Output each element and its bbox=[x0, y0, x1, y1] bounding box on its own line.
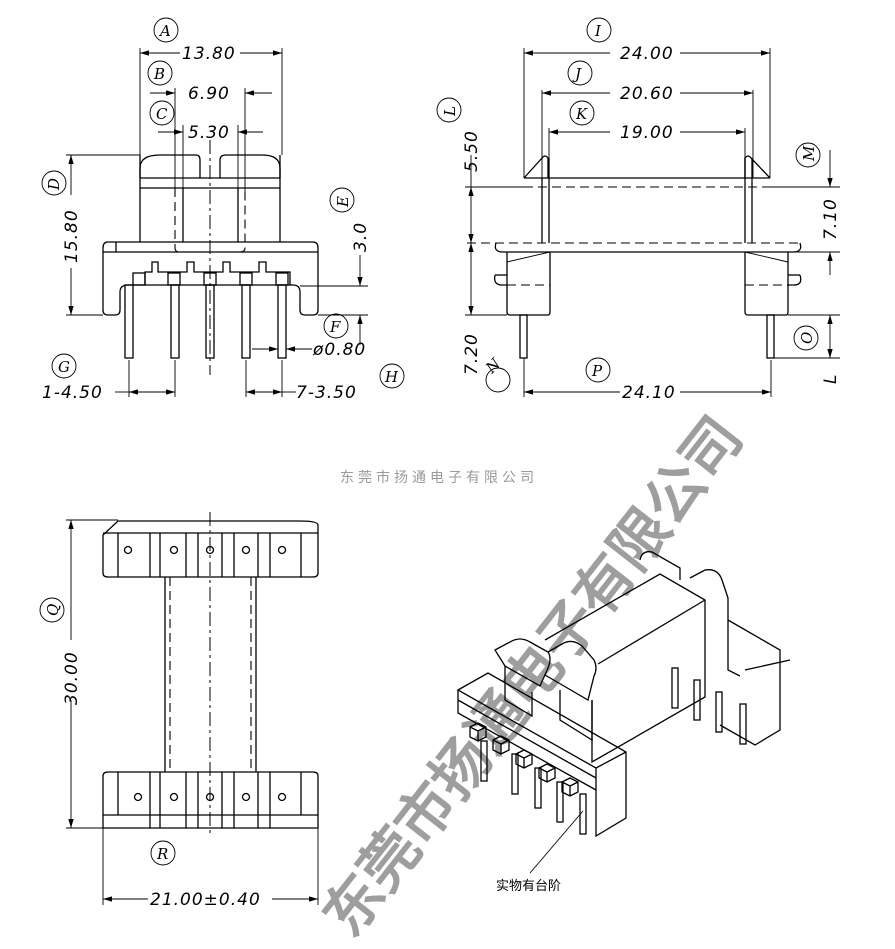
dim-value-n: 7.20 bbox=[462, 333, 482, 375]
dim-label-b: B bbox=[153, 65, 165, 83]
dim-value-p: 24.10 bbox=[622, 383, 676, 403]
dim-value-d: 15.80 bbox=[62, 209, 82, 263]
dim-value-o: L bbox=[821, 374, 841, 384]
dim-value-h: 7-3.50 bbox=[296, 383, 357, 403]
dim-label-o: O bbox=[798, 332, 816, 344]
dim-value-l: 5.50 bbox=[462, 130, 482, 172]
dim-value-f: ø0.80 bbox=[312, 340, 366, 360]
dim-label-h: H bbox=[384, 368, 399, 386]
dim-value-j: 20.60 bbox=[620, 84, 674, 104]
iso-view: 实物有台阶 bbox=[456, 551, 791, 894]
iso-note: 实物有台阶 bbox=[496, 879, 561, 894]
dim-value-a: 13.80 bbox=[182, 44, 236, 64]
dim-label-f: F bbox=[329, 318, 341, 336]
top-view: Q 30.00 R 21.00±0.40 bbox=[39, 512, 319, 910]
dim-value-i: 24.00 bbox=[620, 44, 674, 64]
dim-value-g: 1-4.50 bbox=[42, 383, 103, 403]
dim-label-l: L bbox=[441, 106, 459, 117]
side-view: I 24.00 J 20.60 K 19.00 L 5.50 7.20 N bbox=[436, 17, 841, 403]
dim-value-b: 6.90 bbox=[188, 84, 230, 104]
dim-value-k: 19.00 bbox=[620, 123, 674, 143]
dim-label-n: N bbox=[481, 354, 504, 377]
dim-value-c: 5.30 bbox=[188, 123, 230, 143]
dim-label-r: R bbox=[156, 845, 168, 863]
dim-value-e: 3.0 bbox=[351, 222, 371, 252]
dim-label-a: A bbox=[158, 22, 171, 40]
dim-value-m: 7.10 bbox=[821, 198, 841, 240]
dim-label-g: G bbox=[58, 358, 70, 376]
dim-label-d: D bbox=[45, 178, 63, 191]
dim-label-q: Q bbox=[44, 604, 62, 616]
dim-value-r: 21.00±0.40 bbox=[150, 890, 261, 910]
dim-label-k: K bbox=[575, 105, 588, 123]
dim-label-i: I bbox=[594, 22, 602, 40]
dim-label-c: C bbox=[156, 105, 168, 123]
dim-label-m: M bbox=[800, 145, 818, 162]
dim-label-e: E bbox=[334, 196, 352, 208]
front-view: A 13.80 B 6.90 C 5.30 D 15.80 E 3.0 F bbox=[41, 17, 405, 403]
company-caption: 东莞市扬通电子有限公司 bbox=[340, 469, 538, 486]
dim-label-p: P bbox=[591, 362, 603, 380]
dim-value-q: 30.00 bbox=[62, 651, 82, 705]
dim-label-j: J bbox=[572, 65, 582, 83]
